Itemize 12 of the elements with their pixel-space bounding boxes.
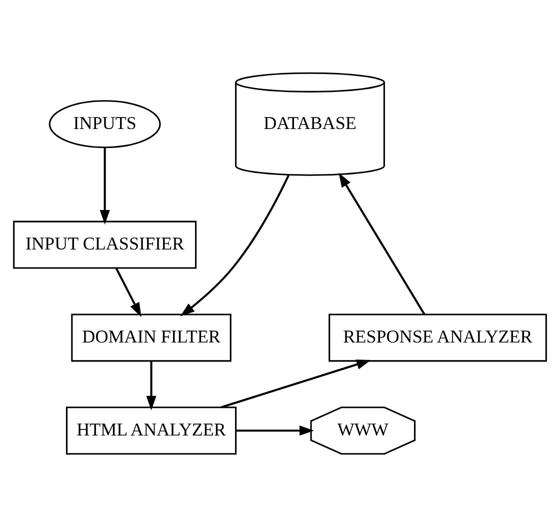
arrow — [115, 267, 142, 317]
node-box: DOMAIN FILTER — [71, 313, 232, 362]
arrow — [221, 359, 372, 408]
node-ellipse: INPUTS — [48, 100, 161, 148]
arrow — [236, 425, 314, 436]
node-box: HTML ANALYZER — [66, 406, 237, 454]
arrow — [100, 147, 110, 224]
node-box: RESPONSE ANALYZER — [328, 313, 547, 362]
arrow — [146, 360, 156, 410]
arrow — [180, 174, 290, 316]
node-box: INPUT CLASSIFIER — [13, 220, 197, 268]
arrow — [338, 172, 426, 314]
